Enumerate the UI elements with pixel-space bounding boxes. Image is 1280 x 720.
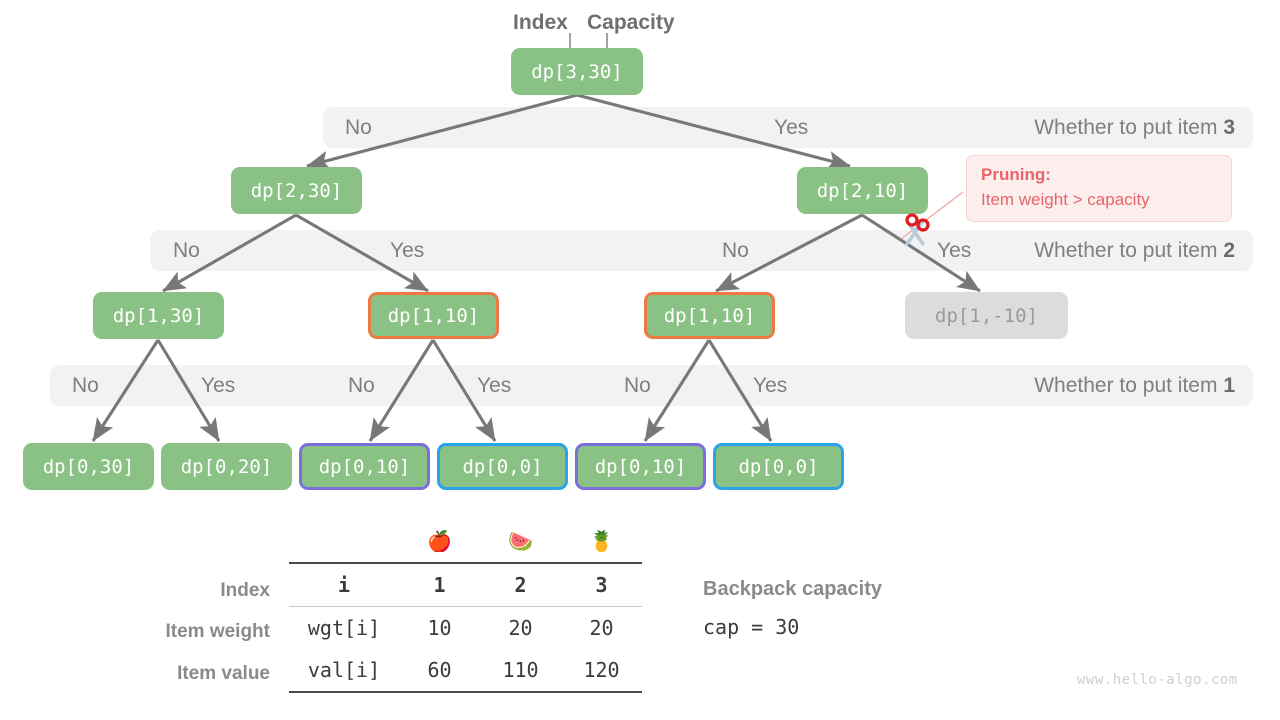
table-row-label-index: Index	[220, 580, 270, 601]
table-cell-key-val: val[i]	[289, 649, 399, 693]
leaf-dp-0-10-right[interactable]: dp[0,10]	[575, 443, 706, 490]
level-question-item2-text: Whether to put item	[1034, 239, 1224, 262]
watermelon-icon: 🍉	[508, 529, 533, 553]
apple-icon: 🍎	[427, 529, 452, 553]
table-cell-i-1: 1	[399, 562, 480, 607]
table-row-emoji: 🍎 🍉 🍍	[289, 520, 642, 563]
table-cell-key-i: i	[289, 562, 399, 607]
table-cell-wgt-2: 20	[480, 606, 561, 649]
level-question-item3-number: 3	[1223, 116, 1235, 139]
edge-label-yes-item1-b: Yes	[477, 374, 512, 397]
node-dp-1-10-right[interactable]: dp[1,10]	[644, 292, 775, 339]
table-cell-i-3: 3	[561, 562, 642, 607]
node-dp-3-30[interactable]: dp[3,30]	[511, 48, 643, 95]
node-dp-1-neg10[interactable]: dp[1,-10]	[905, 292, 1068, 339]
table-cell-val-3: 120	[561, 649, 642, 693]
table-row-label-weight: Item weight	[165, 621, 270, 642]
label-index: Index	[513, 11, 568, 34]
backpack-capacity-title: Backpack capacity	[703, 578, 883, 600]
level-bar-item-1	[50, 365, 1253, 406]
leaf-dp-0-20[interactable]: dp[0,20]	[161, 443, 292, 490]
table-row-label-value: Item value	[177, 663, 270, 684]
leaf-dp-0-30[interactable]: dp[0,30]	[23, 443, 154, 490]
edge-label-no-item2-right: No	[722, 239, 749, 262]
level-question-item1-number: 1	[1223, 374, 1235, 397]
table-row-index: i 1 2 3	[289, 562, 642, 607]
pruning-colon: :	[1045, 165, 1051, 184]
edge-label-no-item1-c: No	[624, 374, 651, 397]
table-cell-wgt-3: 20	[561, 606, 642, 649]
table-row-value: val[i] 60 110 120	[289, 649, 642, 693]
edge-label-no-item1-a: No	[72, 374, 99, 397]
table-row-weight: wgt[i] 10 20 20	[289, 606, 642, 649]
watermark: www.hello-algo.com	[1077, 672, 1238, 688]
level-question-item2: Whether to put item 2	[935, 240, 1235, 261]
node-dp-1-30[interactable]: dp[1,30]	[93, 292, 224, 339]
edge-label-no-item2-left: No	[173, 239, 200, 262]
pruning-title-line: Pruning:	[981, 163, 1217, 188]
backpack-capacity-value: cap = 30	[703, 615, 800, 639]
leaf-dp-0-0-right[interactable]: dp[0,0]	[713, 443, 844, 490]
level-question-item2-number: 2	[1223, 239, 1235, 262]
node-dp-2-30[interactable]: dp[2,30]	[231, 167, 362, 214]
scissors-icon	[905, 213, 930, 246]
level-question-item1-text: Whether to put item	[1034, 374, 1224, 397]
level-question-item3-text: Whether to put item	[1034, 116, 1224, 139]
level-question-item1: Whether to put item 1	[935, 375, 1235, 396]
table-cell-i-2: 2	[480, 562, 561, 607]
table-cell-key-wgt: wgt[i]	[289, 606, 399, 649]
table-cell-empty	[289, 520, 399, 563]
edge-label-yes-item3: Yes	[774, 116, 809, 139]
level-bar-item-3	[323, 107, 1253, 148]
level-question-item3: Whether to put item 3	[935, 117, 1235, 138]
table-cell-wgt-1: 10	[399, 606, 480, 649]
pruning-callout: Pruning: Item weight > capacity	[966, 155, 1232, 222]
table-cell-val-1: 60	[399, 649, 480, 693]
item-table: 🍎 🍉 🍍 i 1 2 3 wgt[i] 10 20 20 val[i] 60 …	[289, 520, 642, 693]
edge-label-yes-item2-left: Yes	[390, 239, 425, 262]
pruning-reason: Item weight > capacity	[981, 189, 1150, 209]
pruning-connector	[900, 191, 964, 240]
table-cell-val-2: 110	[480, 649, 561, 693]
edge-label-yes-item1-c: Yes	[753, 374, 788, 397]
node-dp-2-10[interactable]: dp[2,10]	[797, 167, 928, 214]
pineapple-icon: 🍍	[589, 529, 614, 553]
label-capacity: Capacity	[587, 11, 675, 34]
pruning-title: Pruning	[981, 165, 1046, 184]
edge-label-no-item1-b: No	[348, 374, 375, 397]
edge-label-yes-item1-a: Yes	[201, 374, 236, 397]
edge-label-yes-item2-right: Yes	[937, 239, 972, 262]
edge-label-no-item3: No	[345, 116, 372, 139]
leaf-dp-0-0-left[interactable]: dp[0,0]	[437, 443, 568, 490]
node-dp-1-10-left[interactable]: dp[1,10]	[368, 292, 499, 339]
leaf-dp-0-10-left[interactable]: dp[0,10]	[299, 443, 430, 490]
